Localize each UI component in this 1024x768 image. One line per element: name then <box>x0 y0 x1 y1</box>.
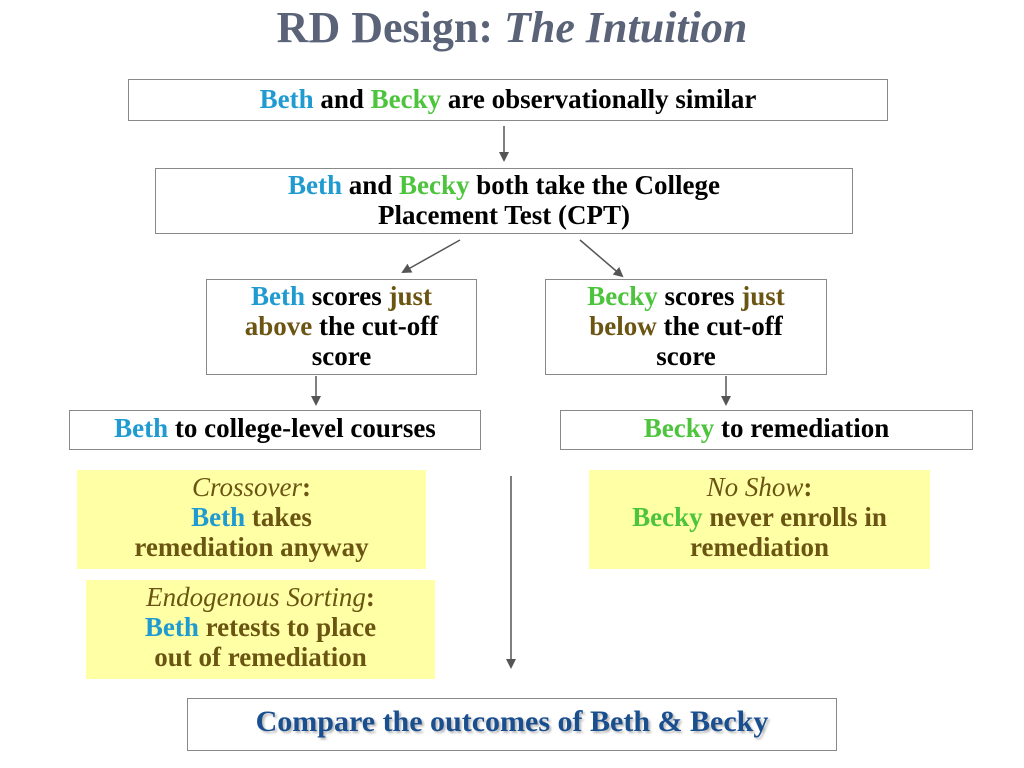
note-endogenous-sorting: Endogenous Sorting: Beth retests to plac… <box>86 580 435 679</box>
name-beth: Beth <box>144 612 199 642</box>
box2-line2: Placement Test (CPT) <box>378 200 630 230</box>
name-beth: Beth <box>191 502 246 532</box>
title-italic: The Intuition <box>504 3 748 52</box>
title-prefix: RD Design: <box>276 3 493 52</box>
box-beth-college-courses: Beth to college-level courses <box>69 410 481 450</box>
colon: : <box>365 582 375 612</box>
box2-line1: Beth and Becky both take the College <box>156 170 852 200</box>
box1-rest: are observationally similar <box>447 84 757 114</box>
arrow-box2-to-right-score <box>579 239 624 278</box>
left-score-line1: Beth scores just <box>207 281 476 311</box>
right-score-line3: score <box>656 341 716 371</box>
right-outcome-rest: to remediation <box>721 413 890 443</box>
box-beth-score: Beth scores just above the cut-off score <box>206 279 477 375</box>
page-title: RD Design: The Intuition <box>0 2 1024 53</box>
left-score-rest: the cut-off <box>319 311 439 341</box>
no-show-label: No Show <box>706 472 804 502</box>
name-becky: Becky <box>643 413 715 443</box>
word-scores: scores <box>311 281 382 311</box>
name-beth: Beth <box>114 413 169 443</box>
endogenous-label: Endogenous Sorting <box>146 582 366 612</box>
crossover-line1: Crossover: <box>77 472 426 502</box>
name-beth: Beth <box>287 170 342 200</box>
endogenous-line2: Beth retests to place <box>86 612 435 642</box>
endogenous-line3: out of remediation <box>154 642 367 672</box>
left-score-line3: score <box>311 341 372 371</box>
word-just: just <box>741 281 785 311</box>
no-show-line2-rest: never enrolls in <box>709 502 887 532</box>
left-outcome-rest: to college-level courses <box>174 413 436 443</box>
name-beth: Beth <box>259 84 314 114</box>
note-crossover: Crossover: Beth takes remediation anyway <box>77 470 426 569</box>
box-observationally-similar: Beth and Becky are observationally simil… <box>128 79 888 121</box>
right-score-line2: below the cut-off <box>546 311 826 341</box>
crossover-line2: Beth takes <box>77 502 426 532</box>
endogenous-line1: Endogenous Sorting: <box>86 582 435 612</box>
box2-rest: both take the College <box>476 170 721 200</box>
box-placement-test: Beth and Becky both take the College Pla… <box>155 168 853 234</box>
no-show-line3: remediation <box>690 532 829 562</box>
name-becky: Becky <box>587 281 658 311</box>
box-becky-remediation: Becky to remediation <box>560 410 973 450</box>
right-score-rest: the cut-off <box>663 311 783 341</box>
word-and: and <box>348 170 393 200</box>
box-becky-score: Becky scores just below the cut-off scor… <box>545 279 827 375</box>
name-becky: Becky <box>399 170 470 200</box>
name-beth: Beth <box>251 281 305 311</box>
name-becky: Becky <box>370 84 442 114</box>
no-show-line2: Becky never enrolls in <box>589 502 930 532</box>
name-becky: Becky <box>632 502 703 532</box>
arrow-box2-to-left-score <box>401 239 461 273</box>
word-and: and <box>320 84 364 114</box>
colon: : <box>302 472 311 502</box>
note-no-show: No Show: Becky never enrolls in remediat… <box>589 470 930 569</box>
endogenous-line2-rest: retests to place <box>205 612 377 642</box>
word-scores: scores <box>664 281 735 311</box>
right-score-line1: Becky scores just <box>546 281 826 311</box>
word-below: below <box>589 311 657 341</box>
box-compare-outcomes: Compare the outcomes of Beth & Becky <box>187 698 837 751</box>
final-text: Compare the outcomes of Beth & Becky <box>255 705 769 738</box>
no-show-line1: No Show: <box>589 472 930 502</box>
colon: : <box>803 472 813 502</box>
word-just: just <box>388 281 432 311</box>
crossover-label: Crossover <box>191 472 302 502</box>
word-above: above <box>244 311 313 341</box>
crossover-line2-rest: takes <box>251 502 312 532</box>
left-score-line2: above the cut-off <box>207 311 476 341</box>
crossover-line3: remediation anyway <box>134 532 369 562</box>
